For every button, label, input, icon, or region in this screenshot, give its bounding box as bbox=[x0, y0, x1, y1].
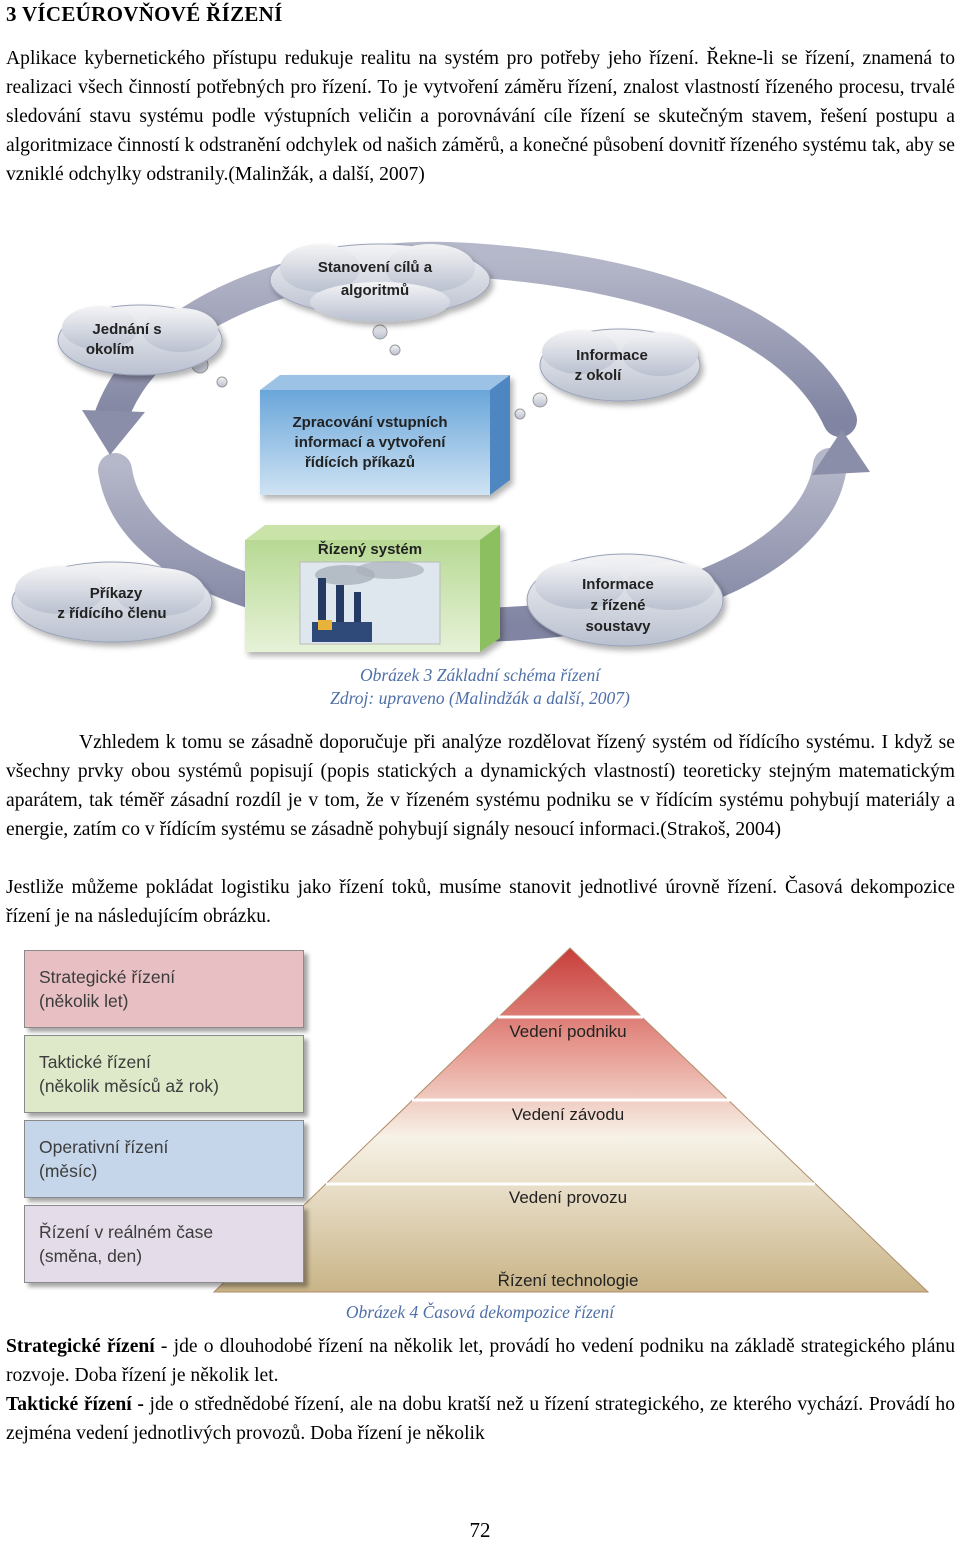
arrow-head-right bbox=[812, 430, 870, 475]
level-realtime-box: Řízení v reálném čase (směna, den) bbox=[24, 1205, 304, 1283]
cloud-left bbox=[57, 304, 223, 376]
level-operative-box: Operativní řízení (měsíc) bbox=[24, 1120, 304, 1198]
cloud-top bbox=[269, 243, 491, 322]
pyramid-level-4: Řízení technologie bbox=[498, 1271, 639, 1290]
figure3-caption: Obrázek 3 Základní schéma řízení Zdroj: … bbox=[0, 664, 960, 710]
tactical-text: jde o střednědobé řízení, ale na dobu kr… bbox=[6, 1394, 956, 1444]
cloud-right-line1: Informace bbox=[576, 347, 648, 364]
level-realtime-period: (směna, den) bbox=[39, 1246, 143, 1266]
figure3-caption-title: Obrázek 3 Základní schéma řízení bbox=[359, 665, 601, 685]
cloud-bottom-right-line1: Informace bbox=[582, 576, 654, 593]
pyramid-level-3: Vedení provozu bbox=[509, 1188, 627, 1207]
strategic-paragraph: Strategické řízení - jde o dlouhodobé ří… bbox=[6, 1332, 955, 1390]
level-tactical-title: Taktické řízení bbox=[39, 1052, 151, 1072]
level-tactical-period: (několik měsíců až rok) bbox=[39, 1076, 219, 1096]
strategic-text: - jde o dlouhodobé řízení na několik let… bbox=[6, 1336, 955, 1386]
level-tactical-box: Taktické řízení (několik měsíců až rok) bbox=[24, 1035, 304, 1113]
pyramid-diagram: Vedení podniku Vedení závodu Vedení prov… bbox=[212, 947, 930, 1293]
control-box-line2: informací a vytvoření bbox=[295, 434, 447, 451]
figure3-caption-source: Zdroj: upraveno (Malindžák a další, 2007… bbox=[330, 688, 630, 708]
control-box bbox=[260, 375, 510, 495]
level-operative-period: (měsíc) bbox=[39, 1161, 98, 1181]
cloud-right-line2: z okolí bbox=[575, 367, 623, 384]
tactical-paragraph: Taktické řízení - jde o střednědobé říze… bbox=[6, 1390, 955, 1448]
intro-paragraph: Aplikace kybernetického přístupu redukuj… bbox=[6, 48, 955, 185]
cloud-right bbox=[539, 328, 701, 402]
middle-paragraph-2: Jestliže můžeme pokládat logistiku jako … bbox=[6, 877, 955, 927]
factory-icon bbox=[312, 561, 424, 642]
level-strategic-box: Strategické řízení (několik let) bbox=[24, 950, 304, 1028]
cloud-top-line1: Stanovení cílů a bbox=[318, 259, 433, 276]
level-realtime-title: Řízení v reálném čase bbox=[39, 1222, 214, 1242]
control-box-line3: řídících příkazů bbox=[305, 454, 415, 471]
cloud-left-line1: Jednání s bbox=[92, 321, 161, 338]
time-decomposition-figure: Vedení podniku Vedení závodu Vedení prov… bbox=[0, 940, 960, 1300]
level-strategic-title: Strategické řízení bbox=[39, 967, 176, 987]
cloud-bottom-right-line2: z řízené bbox=[590, 597, 645, 614]
tactical-term: Taktické řízení - bbox=[6, 1394, 144, 1415]
strategic-term: Strategické řízení bbox=[6, 1336, 155, 1357]
cloud-bottom-right-line3: soustavy bbox=[585, 618, 651, 635]
cloud-bottom-left-line1: Příkazy bbox=[90, 585, 143, 602]
cloud-top-line2: algoritmů bbox=[341, 282, 409, 299]
middle-paragraph-1: Vzhledem k tomu se zásadně doporučuje př… bbox=[6, 732, 955, 840]
section-heading: 3 VÍCEÚROVŇOVÉ ŘÍZENÍ bbox=[6, 2, 283, 26]
pyramid-level-1: Vedení podniku bbox=[509, 1022, 626, 1041]
pyramid-shape bbox=[212, 947, 930, 1293]
cloud-left-line2: okolím bbox=[86, 341, 134, 358]
cloud-bottom-right bbox=[526, 553, 724, 647]
control-scheme-diagram: Stanovení cílů a algoritmů Jednání s oko… bbox=[11, 241, 870, 652]
control-box-line1: Zpracování vstupních bbox=[292, 414, 447, 431]
controlled-system-label: Řízený systém bbox=[318, 540, 422, 558]
figure4-caption: Obrázek 4 Časová dekompozice řízení bbox=[345, 1302, 615, 1322]
level-operative-title: Operativní řízení bbox=[39, 1137, 169, 1157]
arrow-head-left bbox=[82, 410, 145, 455]
pyramid-level-2: Vedení závodu bbox=[512, 1105, 624, 1124]
cloud-bottom-left-line2: z řídícího členu bbox=[57, 605, 166, 622]
page-number: 72 bbox=[469, 1518, 491, 1542]
level-strategic-period: (několik let) bbox=[39, 991, 129, 1011]
cloud-bottom-left bbox=[11, 561, 213, 643]
